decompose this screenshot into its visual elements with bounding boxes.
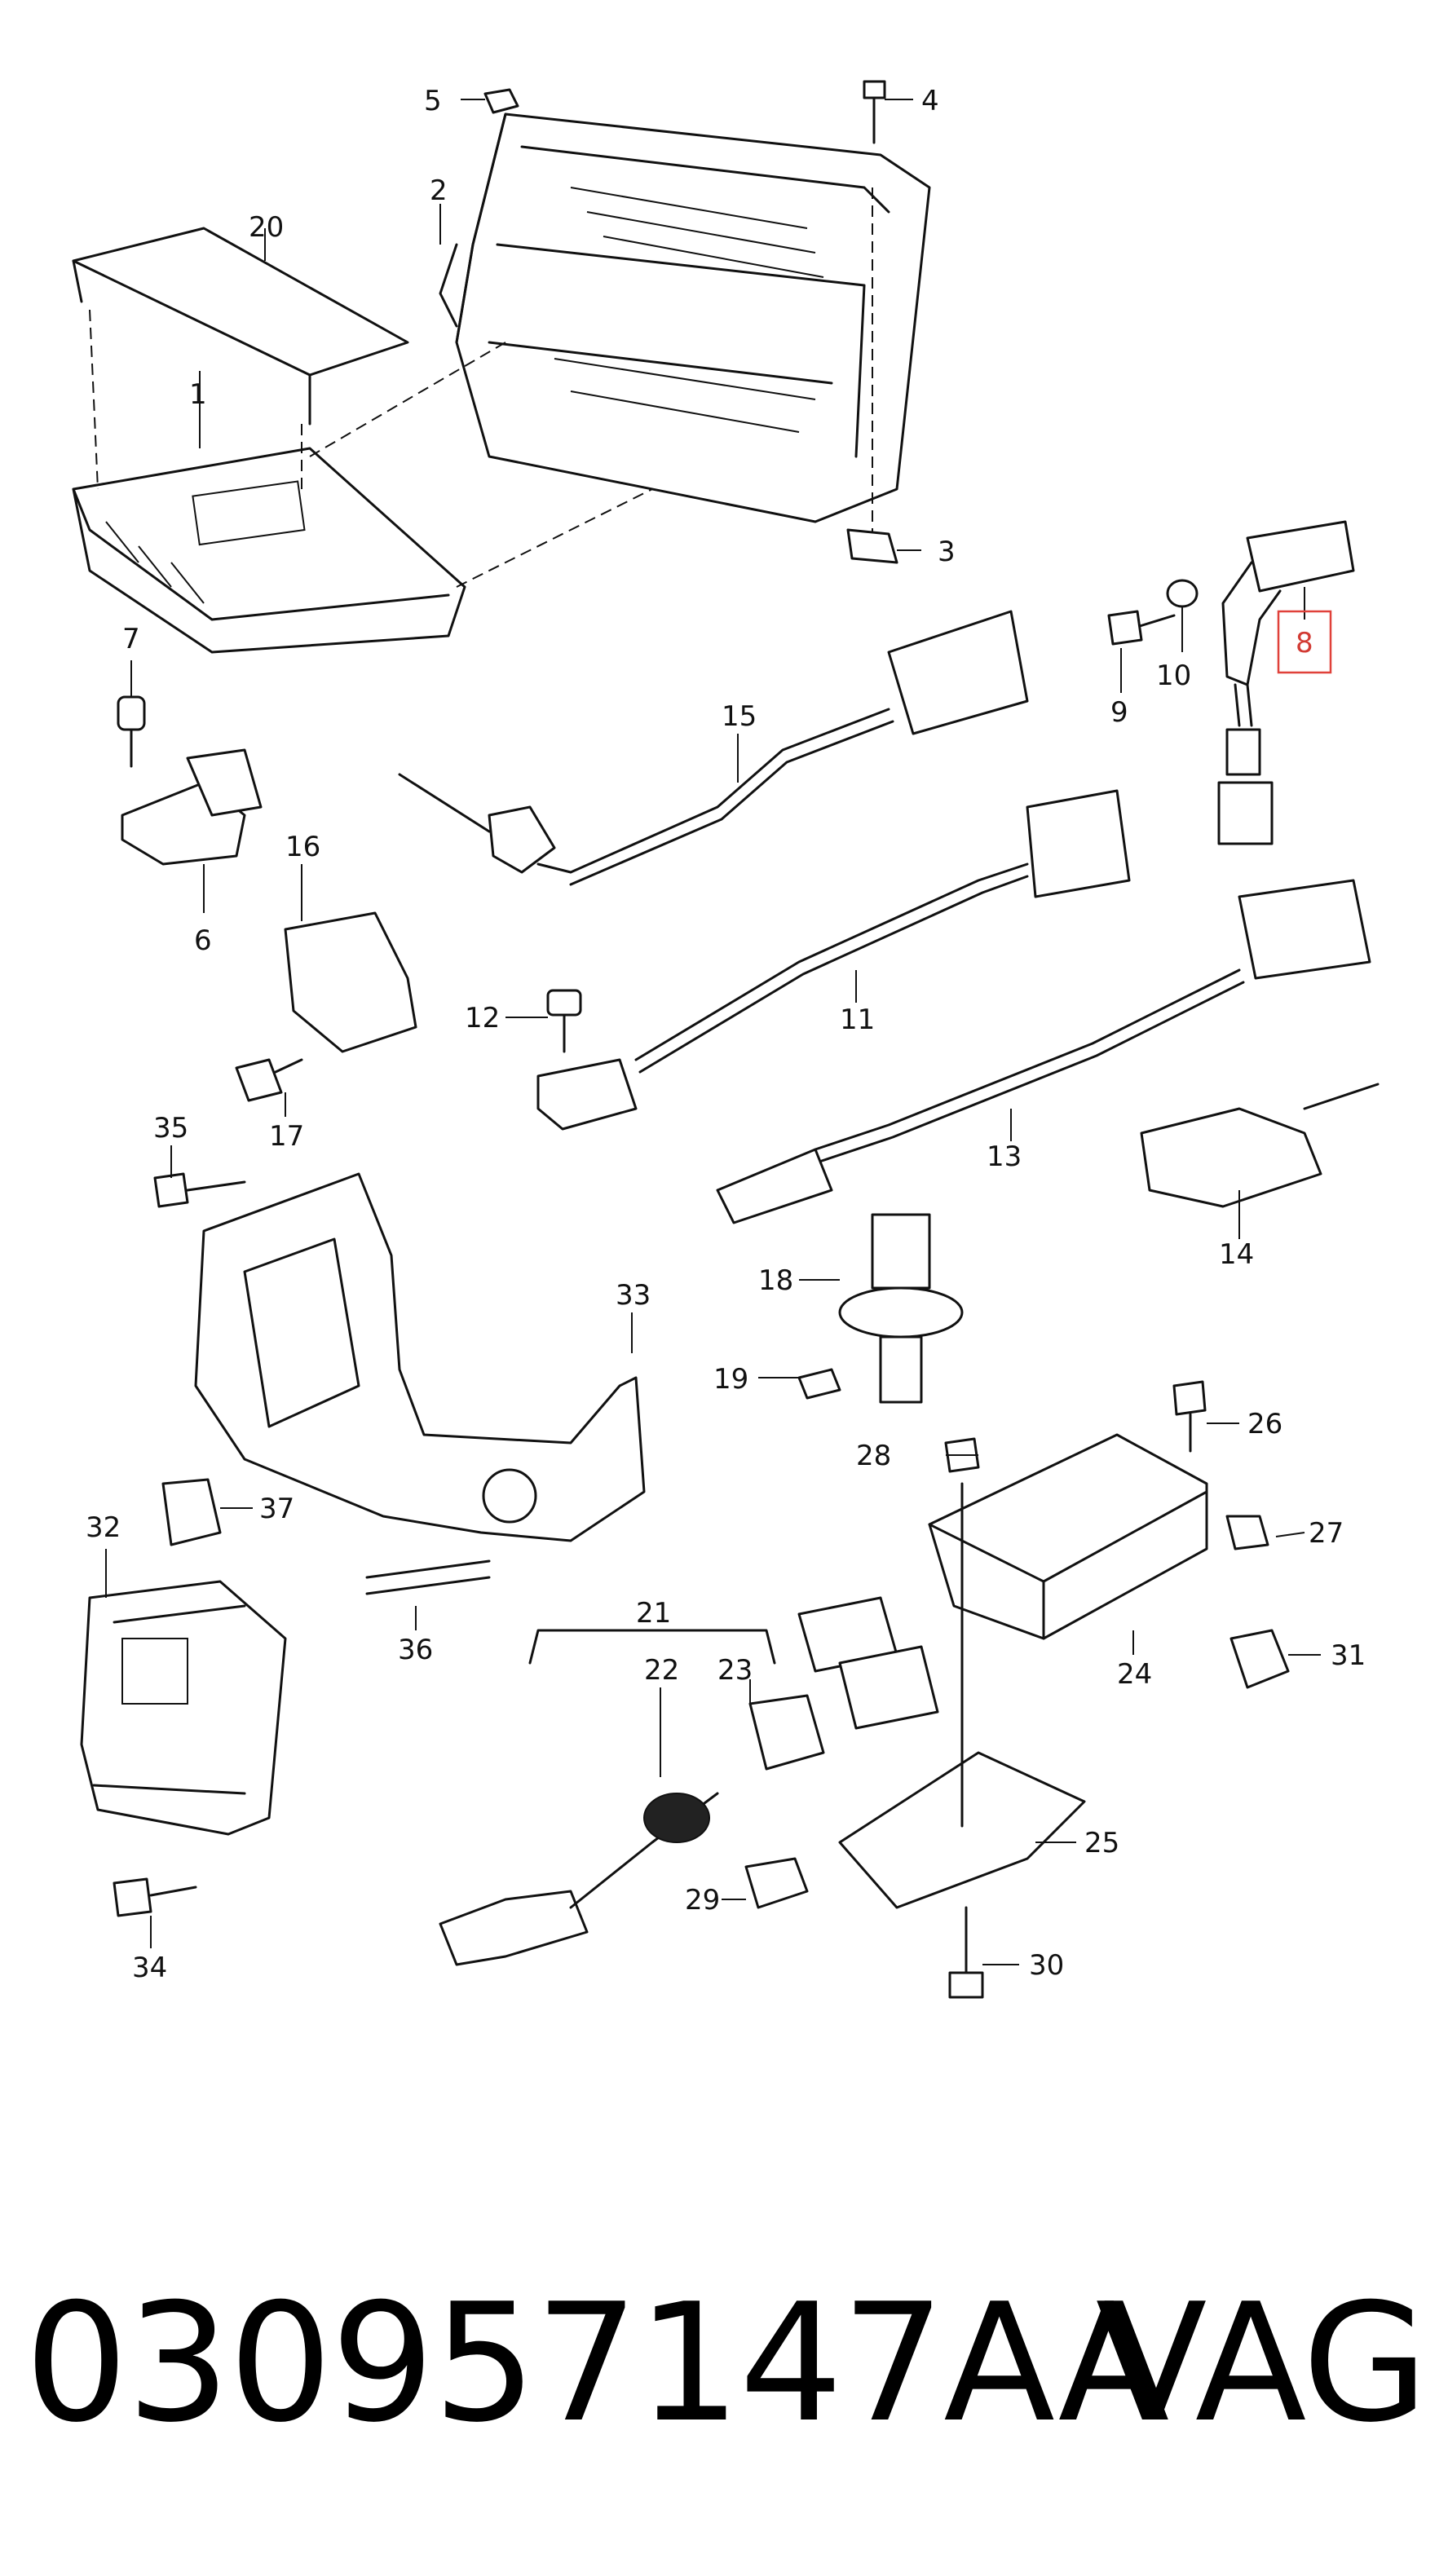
part-6-pressure-sensor — [121, 748, 263, 866]
callout-34: 34 — [132, 1952, 167, 1984]
callout-26: 26 — [1247, 1408, 1282, 1440]
callout-22: 22 — [644, 1654, 679, 1687]
part-15-sensor-cable — [398, 610, 1029, 886]
part-11-knock-sensor — [536, 789, 1131, 1131]
callout-13: 13 — [987, 1140, 1022, 1173]
part-5-nut — [483, 88, 519, 114]
callout-3: 3 — [938, 536, 956, 568]
part-24-module — [797, 1433, 1208, 1730]
callout-18: 18 — [758, 1264, 793, 1297]
callout-28: 28 — [856, 1440, 891, 1472]
part-9-bolt — [1107, 610, 1176, 646]
part-1-ecu — [72, 342, 653, 654]
part-17-screw — [235, 1058, 303, 1102]
callout-8-highlight-box — [1277, 610, 1332, 674]
callout-14: 14 — [1219, 1238, 1254, 1271]
part-14-brake-switch — [1140, 1083, 1380, 1208]
part-23-connector — [748, 1694, 825, 1771]
callout-21: 21 — [636, 1597, 671, 1630]
part-3-clip — [846, 528, 898, 564]
part-7-screw — [117, 695, 146, 768]
part-20-bracket-bar — [72, 227, 409, 490]
part-18-pressure-switch — [838, 1213, 964, 1404]
callout-37: 37 — [259, 1493, 294, 1525]
part-27-clip — [1225, 1515, 1269, 1550]
callout-20: 20 — [249, 211, 284, 244]
callout-15: 15 — [722, 700, 757, 733]
part-4-bolt — [863, 80, 886, 144]
part-number: 030957147AA — [24, 2269, 1169, 2459]
part-35-bolt — [153, 1172, 246, 1208]
callout-4: 4 — [921, 85, 939, 117]
callout-33: 33 — [616, 1279, 651, 1312]
callout-31: 31 — [1331, 1639, 1366, 1672]
part-31-clip — [1229, 1629, 1290, 1689]
callout-11: 11 — [840, 1003, 875, 1036]
callout-5: 5 — [424, 85, 442, 117]
callout-17: 17 — [269, 1120, 304, 1153]
part-34-bolt — [113, 1877, 197, 1917]
part-8-speed-sensor — [1217, 520, 1355, 845]
part-36-stud — [365, 1559, 491, 1595]
part-30-bolt — [948, 1906, 984, 1999]
callout-9: 9 — [1110, 696, 1128, 729]
part-37-connector — [161, 1478, 222, 1546]
callout-35: 35 — [153, 1112, 188, 1145]
callout-8: 8 — [1296, 627, 1313, 659]
part-19-pin — [797, 1368, 841, 1400]
callout-23: 23 — [717, 1654, 753, 1687]
callout-7: 7 — [122, 623, 140, 655]
callout-labels: 1 2 3 4 5 6 7 8 9 10 11 12 13 14 15 16 1… — [86, 85, 1366, 1984]
callout-32: 32 — [86, 1511, 121, 1544]
part-13-lambda-probe — [716, 879, 1371, 1224]
callout-1: 1 — [189, 378, 207, 411]
callout-30: 30 — [1029, 1949, 1064, 1982]
callout-25: 25 — [1084, 1827, 1119, 1859]
part-info-footer: 030957147AA VAG — [24, 2266, 1428, 2478]
callout-2: 2 — [430, 174, 448, 207]
part-12-bolt — [546, 989, 582, 1053]
callout-29: 29 — [685, 1884, 720, 1917]
part-10-washer — [1166, 579, 1199, 608]
callout-10: 10 — [1156, 659, 1191, 692]
part-16-relay — [284, 911, 417, 1053]
callout-16: 16 — [285, 831, 320, 863]
callout-19: 19 — [713, 1363, 748, 1396]
brand-name: VAG — [1095, 2269, 1428, 2459]
parts-exploded-diagram: 1 2 3 4 5 6 7 8 9 10 11 12 13 14 15 16 1… — [72, 80, 1380, 1999]
callout-12: 12 — [465, 1002, 500, 1034]
part-2-ecu-bracket — [439, 112, 931, 538]
part-25-bracket — [838, 1482, 1086, 1909]
leader-lines — [105, 99, 1321, 1965]
callout-27: 27 — [1309, 1517, 1344, 1550]
callout-6: 6 — [194, 924, 212, 957]
callout-36: 36 — [398, 1634, 433, 1666]
part-26-bolt — [1172, 1380, 1207, 1453]
part-29-clip — [744, 1857, 809, 1909]
part-32-control-unit — [80, 1580, 287, 1836]
callout-24: 24 — [1117, 1658, 1152, 1691]
part-33-heat-shield — [194, 1172, 646, 1542]
part-22-sleeve — [643, 1793, 710, 1843]
